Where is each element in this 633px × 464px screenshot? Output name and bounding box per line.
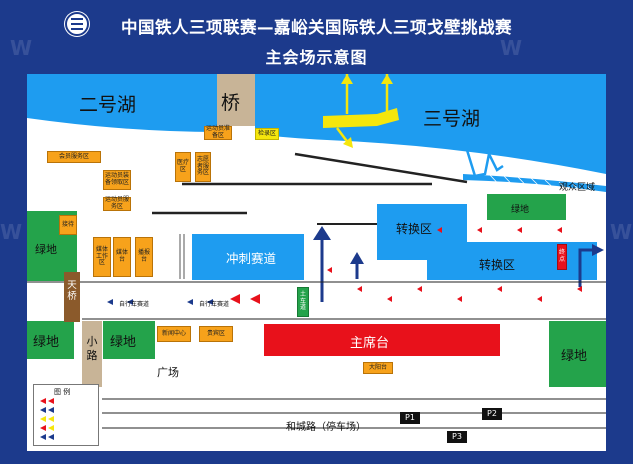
legend-title: 图 例: [54, 388, 71, 396]
medical-box: 医疗区: [175, 152, 191, 182]
reception-box: 接待: [59, 215, 77, 235]
news-center-box: 新闻中心: [157, 326, 191, 342]
athlete-service-box: 运动员服务区: [103, 196, 131, 211]
athlete-prep-box: 运动员准备区: [204, 125, 232, 140]
sprint-track: 冲刺赛道: [192, 234, 304, 280]
watermark-mark: W: [610, 220, 633, 244]
green-bottom-left-1: 绿地: [27, 321, 74, 359]
map-shapes: [27, 74, 606, 429]
footbridge: 天桥: [64, 272, 80, 322]
media-booth-box: 媒体台: [113, 237, 131, 277]
bridge-label: 桥: [221, 92, 241, 114]
parking-p1: P1: [400, 412, 420, 424]
bike-lane-label: 自行车赛道: [199, 301, 230, 308]
athlete-equipment-box: 运动员装备领取区: [103, 170, 131, 190]
square-label: 广场: [157, 366, 179, 379]
finish-box: 终点: [557, 244, 567, 270]
watermark-mark: W: [0, 220, 23, 244]
page-title: 中国铁人三项联赛—嘉峪关国际铁人三项戈壁挑战赛: [121, 18, 512, 37]
bike-green-box: 土车道: [297, 287, 309, 317]
lake-label-right: 三号湖: [423, 108, 481, 130]
member-service-box: 会员服务区: [47, 151, 101, 163]
main-stand: 主席台: [264, 324, 500, 356]
vip-box: 贵宾区: [199, 326, 233, 342]
watermark-mark: W: [500, 36, 523, 60]
media-work-box: 媒体工作区: [93, 237, 111, 277]
lane-path: 小路: [82, 321, 102, 387]
legend: 图 例: [33, 384, 99, 446]
sprint-track-label: 冲刺赛道: [226, 251, 277, 266]
spectator-label: 观众区域: [559, 183, 596, 193]
road-label: 和城路（停车场）: [286, 422, 366, 433]
green-bottom-left-2: 绿地: [103, 321, 155, 359]
transition-zone-label-1: 转换区: [396, 222, 433, 236]
volunteer-box: 志愿者服务区: [195, 152, 211, 182]
sun-stage-box: 大阳台: [363, 362, 393, 374]
watermark-mark: W: [10, 36, 33, 60]
inspection-box: 检录区: [255, 128, 279, 140]
parking-p3: P3: [447, 431, 467, 443]
parking-p2: P2: [482, 408, 502, 420]
transition-zone-label-2: 转换区: [479, 258, 516, 272]
green-bottom-right: 绿地: [549, 321, 606, 387]
venue-map: 二号湖 三号湖 桥 冲刺赛道 转换区 转换区 观众区域 绿地 绿地 绿地 绿地 …: [27, 74, 606, 451]
broadcast-box: 播报台: [135, 237, 153, 277]
green-right-top: 绿地: [487, 194, 566, 220]
legend-symbols: [40, 398, 54, 440]
bike-lane-label: 自行车赛道: [119, 301, 150, 308]
page-subtitle: 主会场示意图: [265, 48, 368, 67]
logo-icon: [64, 11, 90, 37]
lake-label-left: 二号湖: [79, 94, 137, 116]
